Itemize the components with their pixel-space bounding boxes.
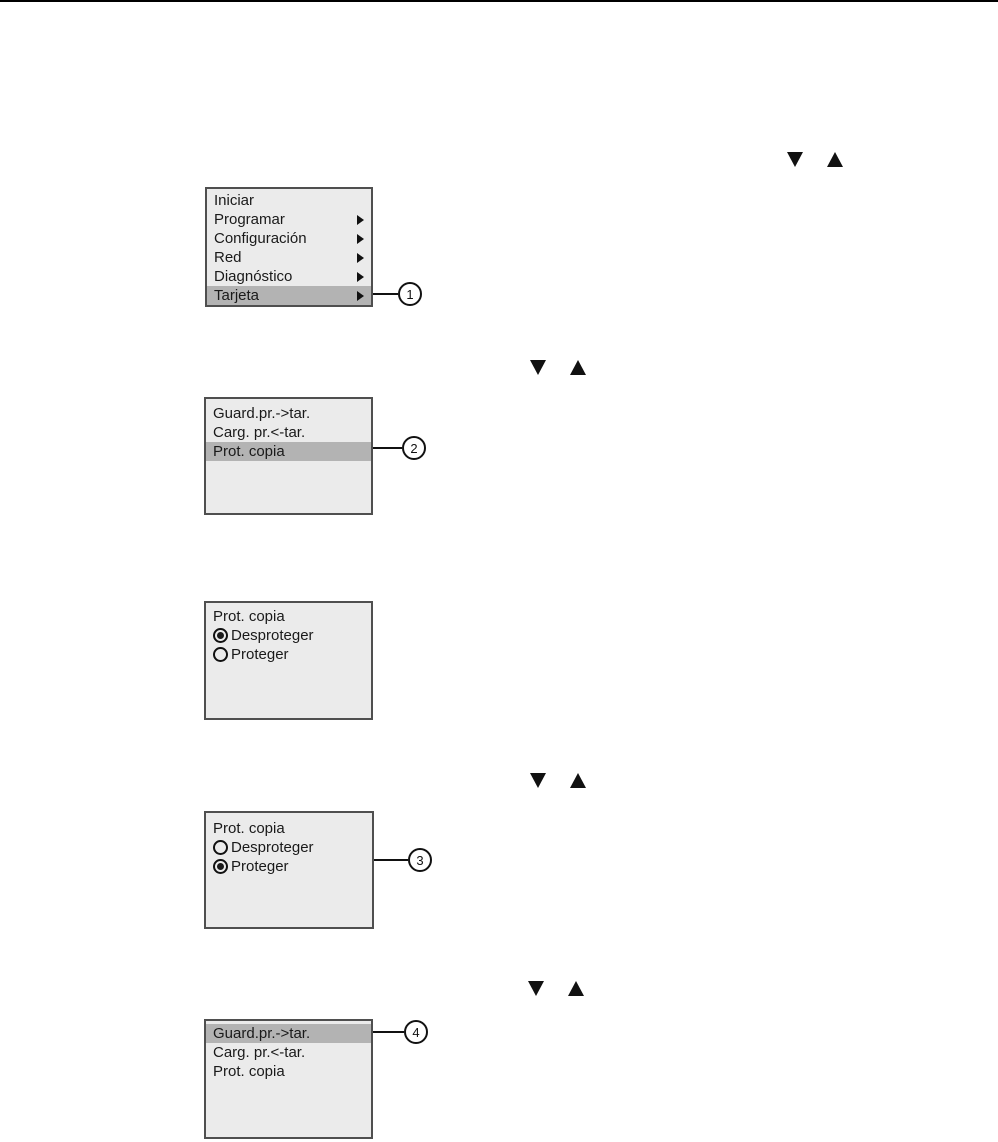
radio-option: Proteger — [209, 857, 372, 876]
radio-unselected-icon — [213, 647, 228, 662]
down-arrow-icon — [787, 152, 803, 167]
screen-title-label: Prot. copia — [213, 820, 285, 837]
callout-line — [373, 1031, 404, 1033]
key-arrows-2 — [530, 360, 586, 375]
submenu-arrow-icon — [357, 252, 364, 263]
menu-item: Carg. pr.<-tar. — [206, 423, 371, 442]
menu-item: Diagnóstico — [207, 267, 371, 286]
radio-option: Proteger — [209, 645, 371, 664]
menu-item: Programar — [207, 210, 371, 229]
radio-option: Desproteger — [209, 626, 371, 645]
menu-item-highlighted: Prot. copia — [206, 442, 371, 461]
menu-item-label: Tarjeta — [214, 287, 260, 304]
radio-unselected-icon — [213, 840, 228, 855]
lcd-screen-card-menu-save: Guard.pr.->tar. Carg. pr.<-tar. Prot. co… — [204, 1019, 373, 1139]
lcd-screen-main-menu: Iniciar Programar Configuración Red Diag… — [205, 187, 373, 307]
menu-item-label: Prot. copia — [213, 1063, 285, 1080]
screen-title: Prot. copia — [209, 819, 372, 838]
callout-line — [373, 447, 402, 449]
lcd-screen-copy-protection-on: Prot. copia Desproteger Proteger — [204, 811, 374, 929]
menu-item-label: Guard.pr.->tar. — [213, 405, 311, 422]
menu-item: Carg. pr.<-tar. — [206, 1043, 371, 1062]
submenu-arrow-icon — [357, 271, 364, 282]
up-arrow-icon — [827, 152, 843, 167]
menu-item-label: Programar — [214, 211, 285, 228]
menu-item-highlighted: Tarjeta — [207, 286, 371, 305]
screen-title: Prot. copia — [209, 607, 371, 626]
radio-selected-icon — [213, 628, 228, 643]
up-arrow-icon — [568, 981, 584, 996]
callout-line — [373, 293, 398, 295]
lcd-screen-card-menu: Guard.pr.->tar. Carg. pr.<-tar. Prot. co… — [204, 397, 373, 515]
menu-item-label: Configuración — [214, 230, 307, 247]
submenu-arrow-icon — [357, 214, 364, 225]
menu-item-label: Iniciar — [214, 192, 255, 209]
page-top-rule — [0, 0, 998, 2]
menu-item-label: Guard.pr.->tar. — [213, 1025, 311, 1042]
down-arrow-icon — [530, 773, 546, 788]
radio-option-label: Desproteger — [231, 627, 314, 644]
menu-item-label: Prot. copia — [213, 443, 285, 460]
menu-item-label: Carg. pr.<-tar. — [213, 424, 306, 441]
screen-title-label: Prot. copia — [213, 608, 285, 625]
menu-item: Iniciar — [207, 191, 371, 210]
callout-line — [374, 859, 408, 861]
menu-item: Configuración — [207, 229, 371, 248]
radio-option-label: Desproteger — [231, 839, 314, 856]
up-arrow-icon — [570, 360, 586, 375]
key-arrows-4 — [528, 981, 584, 996]
radio-option: Desproteger — [209, 838, 372, 857]
submenu-arrow-icon — [357, 290, 364, 301]
callout-badge: 4 — [404, 1020, 428, 1044]
radio-selected-icon — [213, 859, 228, 874]
down-arrow-icon — [530, 360, 546, 375]
menu-item-label: Diagnóstico — [214, 268, 293, 285]
key-arrows-3 — [530, 773, 586, 788]
menu-item: Red — [207, 248, 371, 267]
menu-item-label: Carg. pr.<-tar. — [213, 1044, 306, 1061]
radio-option-label: Proteger — [231, 858, 289, 875]
key-arrows-1 — [787, 152, 843, 167]
callout-badge: 3 — [408, 848, 432, 872]
menu-item-highlighted: Guard.pr.->tar. — [206, 1024, 371, 1043]
menu-item: Prot. copia — [206, 1062, 371, 1081]
callout-badge: 2 — [402, 436, 426, 460]
menu-item-label: Red — [214, 249, 242, 266]
lcd-screen-copy-protection-off: Prot. copia Desproteger Proteger — [204, 601, 373, 720]
down-arrow-icon — [528, 981, 544, 996]
callout-badge: 1 — [398, 282, 422, 306]
up-arrow-icon — [570, 773, 586, 788]
submenu-arrow-icon — [357, 233, 364, 244]
radio-option-label: Proteger — [231, 646, 289, 663]
menu-item: Guard.pr.->tar. — [206, 404, 371, 423]
